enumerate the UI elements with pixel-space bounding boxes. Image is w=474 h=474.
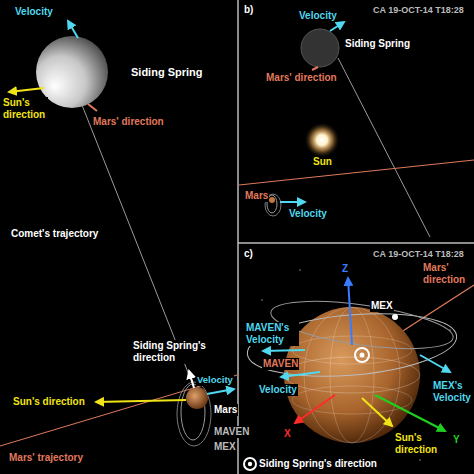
- annotation-label: Y: [452, 434, 461, 446]
- annotation-label: Comet's trajectory: [10, 228, 99, 240]
- velocity-arrow: [420, 355, 450, 372]
- bullseye-symbol: [355, 348, 369, 362]
- mars-sphere: [186, 387, 208, 409]
- sun-direction-arrow: [96, 400, 186, 402]
- annotation-label: Mars' direction: [265, 72, 338, 84]
- velocity-arrow: [330, 22, 344, 31]
- annotation-label: Sun's direction: [12, 396, 86, 408]
- annotation-label: Velocity: [298, 10, 338, 22]
- annotation-label: Sun's direction: [394, 432, 451, 456]
- annotation-label: b): [243, 4, 254, 16]
- annotation-label: Z: [341, 263, 349, 275]
- annotation-label: Siding Spring's direction: [132, 340, 234, 364]
- annotation-label: Mars: [213, 404, 238, 416]
- annotation-label: MAVEN's Velocity: [245, 322, 299, 346]
- star: [299, 269, 301, 271]
- velocity-arrow: [68, 21, 78, 38]
- mex-spacecraft: [392, 314, 398, 320]
- annotation-label: Velocity: [196, 374, 234, 386]
- annotation-label: Velocity: [258, 384, 298, 396]
- annotation-label: CA 19-OCT-14 T18:28: [372, 248, 465, 260]
- annotation-label: c): [243, 248, 254, 260]
- annotation-label: Siding Spring's direction: [258, 458, 378, 470]
- annotation-label: Velocity: [288, 208, 328, 220]
- velocity-arrow: [263, 350, 305, 351]
- bullseye-symbol: [248, 462, 252, 466]
- mars-trajectory: [239, 160, 474, 185]
- annotation-label: Velocity: [14, 6, 54, 18]
- mars-sphere: [269, 197, 275, 203]
- x-axis: [295, 395, 335, 423]
- sun-direction-arrow: [9, 88, 44, 92]
- globe-grid: [292, 386, 412, 414]
- z-axis: [348, 278, 352, 345]
- bullseye-symbol: [244, 458, 256, 470]
- sun-direction-arrow: [362, 398, 392, 426]
- mars-direction-line: [312, 67, 318, 70]
- panel-divider: [237, 0, 239, 474]
- mars-trajectory: [0, 375, 237, 446]
- annotation-label: Mars' direction: [422, 262, 472, 286]
- velocity-arrow: [280, 201, 305, 203]
- orbit: [177, 382, 211, 446]
- annotation-label: MEX's Velocity: [432, 380, 472, 404]
- bullseye-symbol: [360, 353, 365, 358]
- comet-sphere: [301, 29, 339, 67]
- annotation-label: Siding Spring: [344, 38, 411, 50]
- annotation-label: Mars' direction: [92, 116, 165, 128]
- sun-glow: [304, 122, 340, 158]
- comet-trajectory: [338, 58, 430, 237]
- annotation-label: CA 19-OCT-14 T18:28: [372, 4, 465, 16]
- annotation-label: MEX: [213, 441, 237, 453]
- annotation-label: Mars: [244, 190, 269, 202]
- panel-divider: [238, 242, 474, 244]
- annotation-label: MAVEN: [262, 358, 299, 370]
- annotation-label: X: [283, 428, 292, 440]
- velocity-arrow: [281, 372, 320, 377]
- star: [261, 299, 263, 301]
- annotation-label: Sun's direction: [2, 97, 48, 121]
- star: [419, 459, 421, 461]
- mars-direction-line: [88, 104, 97, 111]
- annotation-label: Sun: [312, 156, 333, 168]
- annotation-label: Siding Spring: [130, 66, 204, 78]
- comet-direction-arrow: [189, 371, 194, 388]
- annotation-label: MEX: [370, 300, 394, 312]
- annotation-label: MAVEN: [213, 426, 250, 438]
- annotation-label: Mars' trajectory: [8, 452, 84, 464]
- velocity-arrow: [207, 389, 234, 394]
